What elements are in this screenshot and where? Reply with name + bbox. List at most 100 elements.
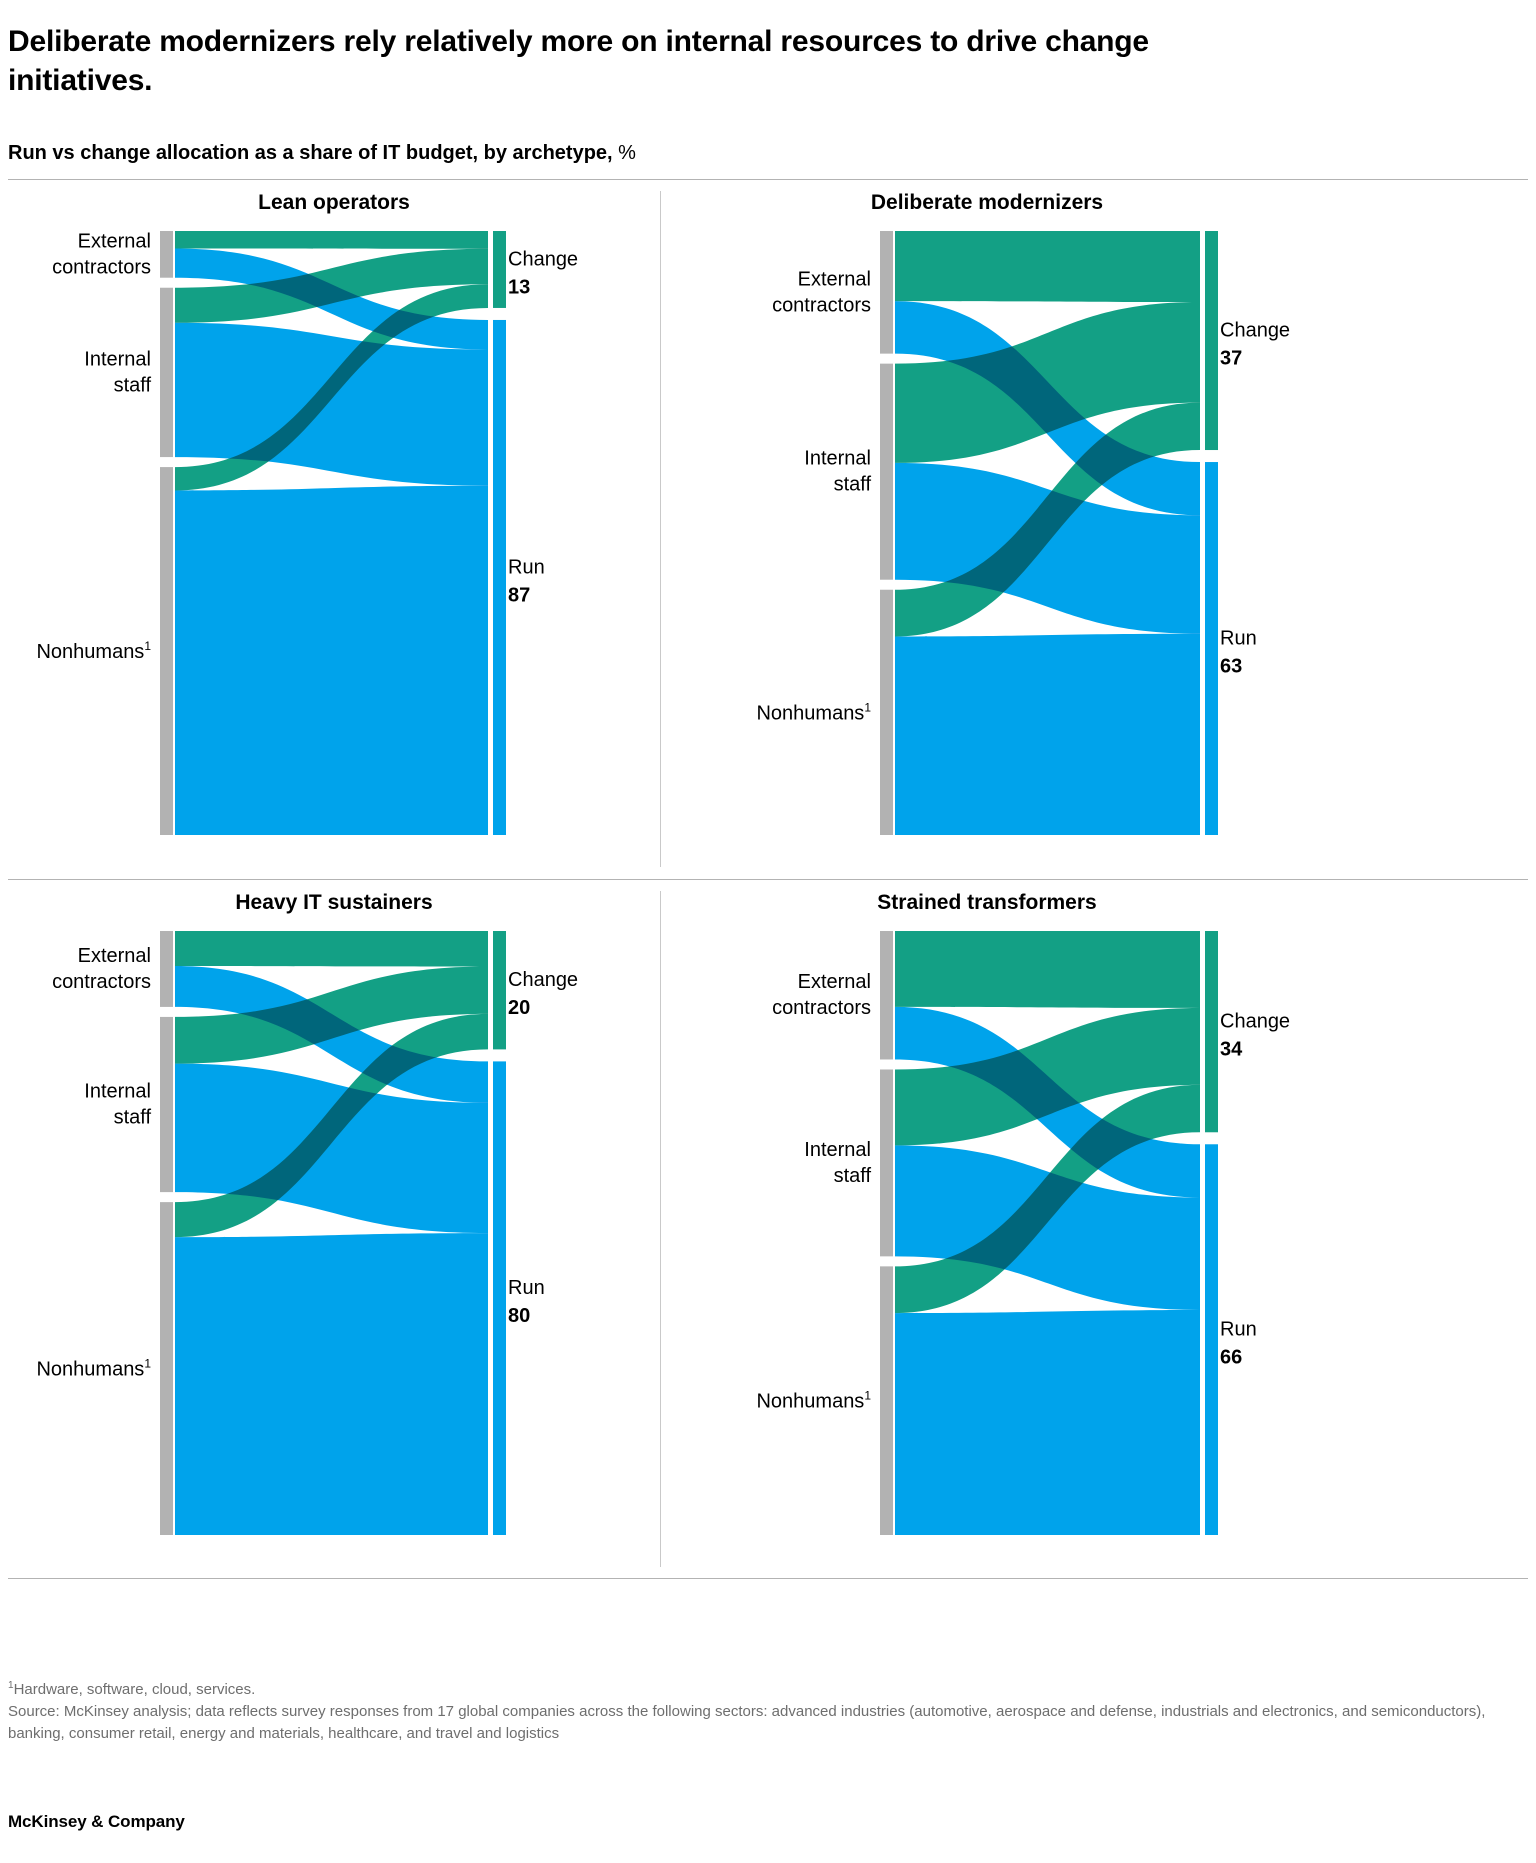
- source-node-bar: [160, 467, 173, 835]
- target-value: 87: [508, 584, 530, 606]
- sankey-link: [175, 322, 488, 486]
- sankey-link: [895, 402, 1200, 637]
- footnotes: 1Hardware, software, cloud, services. So…: [8, 1679, 1508, 1744]
- target-value: 63: [1220, 656, 1242, 678]
- footnote-1-text: Hardware, software, cloud, services.: [13, 1681, 256, 1698]
- sankey-link: [175, 485, 488, 835]
- source-node-bar: [880, 931, 893, 1060]
- sankey-link: [895, 302, 1200, 463]
- source-label: Nonhumans1: [756, 700, 871, 724]
- grid-vertical-divider-bottom: [660, 891, 661, 1567]
- sankey-link: [895, 1084, 1200, 1314]
- chart-page: Deliberate modernizers rely relatively m…: [0, 22, 1536, 1863]
- chart-subtitle: Run vs change allocation as a share of I…: [8, 142, 1528, 165]
- sankey-link: [895, 1007, 1200, 1146]
- target-value: 13: [508, 276, 530, 298]
- target-label: Change: [508, 969, 578, 991]
- sankey-link: [175, 248, 488, 323]
- subtitle-text: Run vs change allocation as a share of I…: [8, 142, 613, 164]
- target-value: 34: [1220, 1039, 1243, 1061]
- sankey-link: [175, 231, 488, 249]
- target-label: Run: [1220, 628, 1257, 650]
- page-title: Deliberate modernizers rely relatively m…: [8, 25, 1149, 97]
- footnote-line-2: Source: McKinsey analysis; data reflects…: [8, 1702, 1486, 1742]
- panel-title: Strained transformers: [877, 891, 1097, 914]
- target-label: Change: [508, 248, 578, 270]
- panel-title: Heavy IT sustainers: [235, 891, 433, 914]
- footnote-marker: 1: [8, 1680, 14, 1691]
- target-node-bar: [1205, 931, 1218, 1133]
- sankey-link: [895, 633, 1200, 835]
- target-node-bar: [493, 231, 506, 308]
- sankey-link: [895, 931, 1200, 1008]
- target-node-bar: [493, 1061, 506, 1535]
- source-label: Nonhumans1: [756, 1389, 871, 1413]
- footnote-line-1: 1Hardware, software, cloud, services.: [8, 1679, 1508, 1701]
- target-value: 20: [508, 997, 530, 1019]
- target-label: Change: [1220, 320, 1290, 342]
- source-label: Nonhumans1: [36, 639, 151, 663]
- source-node-bar: [880, 1069, 893, 1257]
- target-label: Run: [508, 556, 545, 578]
- source-node-bar: [160, 231, 173, 278]
- target-label: Run: [1220, 1319, 1257, 1341]
- sankey-link: [175, 284, 488, 491]
- grid-bottom-rule: [8, 1578, 1528, 1579]
- grid-vertical-divider-top: [660, 191, 661, 867]
- target-node-bar: [493, 319, 506, 836]
- target-node-bar: [1205, 462, 1218, 835]
- source-node-bar: [880, 231, 893, 354]
- target-node-bar: [493, 931, 506, 1050]
- grid-mid-rule: [8, 879, 1528, 880]
- grid-top-rule: [8, 179, 1528, 180]
- target-node-bar: [1205, 231, 1218, 451]
- target-value: 80: [508, 1305, 530, 1327]
- sankey-link: [895, 1310, 1200, 1535]
- source-label: Nonhumans1: [36, 1357, 151, 1381]
- subtitle-unit: %: [618, 142, 636, 164]
- source-node-bar: [160, 1202, 173, 1535]
- target-value: 66: [1220, 1347, 1242, 1369]
- sankey-link: [175, 1013, 488, 1238]
- source-node-bar: [160, 1016, 173, 1193]
- sankey-link: [175, 966, 488, 1064]
- target-label: Change: [1220, 1011, 1290, 1033]
- target-value: 37: [1220, 348, 1242, 370]
- source-node-bar: [880, 589, 893, 835]
- source-node-bar: [880, 1266, 893, 1535]
- source-node-bar: [160, 931, 173, 1007]
- source-node-bar: [160, 287, 173, 458]
- panel-title: Deliberate modernizers: [870, 191, 1104, 214]
- mckinsey-brand: McKinsey & Company: [8, 1812, 185, 1831]
- target-node-bar: [1205, 1144, 1218, 1535]
- source-node-bar: [880, 363, 893, 580]
- sankey-link: [175, 1233, 488, 1535]
- target-label: Run: [508, 1277, 545, 1299]
- panel-title: Lean operators: [258, 191, 410, 214]
- sankey-link: [895, 231, 1200, 303]
- sankey-link: [895, 462, 1200, 634]
- sankey-link: [175, 931, 488, 967]
- sankey-link: [895, 1145, 1200, 1311]
